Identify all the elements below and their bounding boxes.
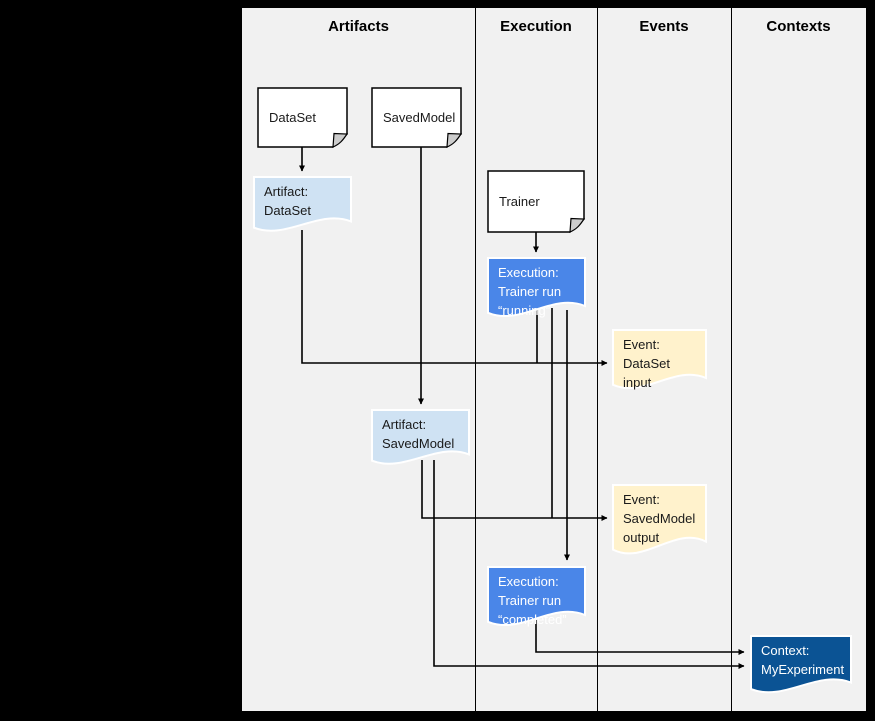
dataset-node: DataSet — [257, 87, 349, 148]
context-myexperiment-label: Context: MyExperiment — [761, 643, 845, 677]
trainer-label: Trainer — [499, 194, 540, 209]
savedmodel-node: SavedModel — [371, 87, 463, 148]
lane-divider-execution-events — [597, 8, 599, 711]
event-savedmodel-output-label: Event: SavedModel output — [623, 492, 696, 545]
lane-header-events: Events — [639, 18, 689, 35]
connector-layer — [299, 146, 745, 669]
lane-header-artifacts: Artifacts — [328, 18, 389, 35]
artifact-savedmodel-label: Artifact: SavedModel — [382, 417, 455, 451]
lane-header-contexts: Contexts — [766, 18, 831, 35]
event-savedmodel-output-node: Event: SavedModel output — [612, 484, 707, 564]
event-dataset-input-node: Event: DataSet input — [612, 329, 707, 397]
lane-divider-events-contexts — [731, 8, 733, 711]
lane-header-execution: Execution — [500, 18, 572, 35]
artifact-savedmodel-node: Artifact: SavedModel — [371, 409, 470, 472]
lane-divider-artifacts-execution — [475, 8, 477, 711]
dataset-label: DataSet — [269, 110, 316, 125]
connector-artifact-savedmodel-to-context — [433, 460, 745, 669]
execution-running-node: Execution: Trainer run “running” — [487, 257, 586, 325]
event-dataset-input-label: Event: DataSet input — [623, 337, 670, 390]
artifact-dataset-node: Artifact: DataSet — [253, 176, 352, 239]
diagram-canvas: Artifacts Execution Events Contexts Data… — [242, 8, 866, 711]
savedmodel-label: SavedModel — [383, 110, 456, 125]
context-myexperiment-node: Context: MyExperiment — [750, 635, 852, 701]
trainer-node: Trainer — [487, 170, 586, 233]
connector-artifact-dataset-to-event-input — [301, 230, 608, 366]
execution-running-label: Execution: Trainer run “running” — [498, 265, 562, 318]
execution-completed-node: Execution: Trainer run “completed” — [487, 566, 586, 634]
connector-artifact-savedmodel-to-event-output — [421, 460, 608, 521]
connector-execution-completed-to-context — [535, 620, 745, 655]
execution-completed-label: Execution: Trainer run “completed” — [498, 574, 567, 627]
artifact-dataset-label: Artifact: DataSet — [264, 184, 311, 218]
